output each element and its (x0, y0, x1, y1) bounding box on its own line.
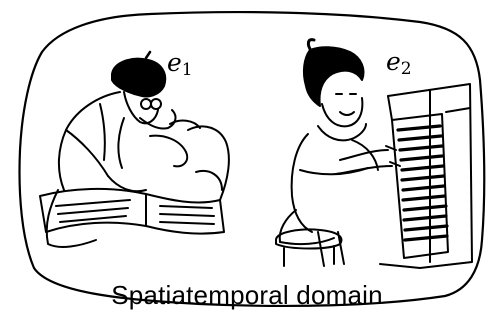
newspaper (40, 189, 224, 234)
piano-body (380, 84, 472, 268)
domain-caption: Spatiatemporal domain (0, 282, 494, 308)
beret (112, 59, 165, 97)
girl-piano-figure (276, 40, 472, 268)
entity-label-e1: e1 (167, 50, 193, 79)
man-reading-figure (40, 52, 229, 247)
entity-label-e2: e2 (386, 49, 412, 78)
hair (304, 47, 364, 106)
